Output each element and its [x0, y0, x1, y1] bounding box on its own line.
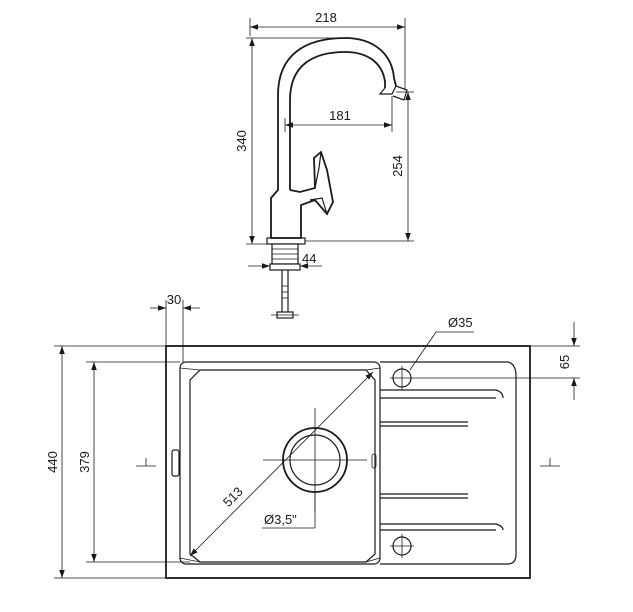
tap-hole-secondary	[390, 534, 414, 558]
bowl-corner-line	[179, 367, 201, 371]
centerline-mark-right	[540, 458, 560, 467]
base-diameter-dimension: 44	[248, 251, 322, 269]
faucet-width-dimension: 218	[249, 10, 406, 90]
tap-hole-diameter-dimension: Ø35	[409, 315, 474, 371]
spout-reach-label: 181	[329, 108, 351, 123]
spout-height-label: 254	[390, 155, 405, 177]
bowl-diagonal-dimension: 513	[189, 371, 374, 557]
centerline-mark-left	[136, 458, 156, 467]
tap-hole	[390, 366, 414, 390]
sink-depth-dimension: 440	[45, 345, 166, 579]
tap-hole-offset-dimension: 65	[414, 322, 580, 400]
faucet-spout-inner	[289, 51, 386, 190]
drain-size-dimension: Ø3,5"	[262, 492, 316, 529]
sink-drawing	[136, 345, 560, 579]
bowl-diagonal-label: 513	[220, 484, 246, 510]
faucet-body	[271, 150, 334, 239]
faucet-width-label: 218	[315, 10, 337, 25]
drain-size-label: Ø3,5"	[264, 512, 297, 527]
faucet-nozzle	[378, 85, 408, 101]
faucet-drawing	[266, 37, 408, 319]
faucet-supply-hose	[271, 270, 299, 319]
spout-reach-dimension: 181	[284, 96, 393, 132]
bowl-outer-edge	[179, 361, 381, 565]
bowl-depth-dimension: 379	[77, 361, 190, 563]
overflow-slot	[171, 449, 180, 477]
tap-hole-diameter-label: Ø35	[448, 315, 473, 330]
faucet-handle	[309, 151, 328, 215]
sink-outer-rim	[165, 345, 531, 579]
faucet-height-dimension: 340	[234, 37, 345, 245]
drainboard	[380, 361, 517, 565]
spout-height-dimension: 254	[305, 91, 414, 242]
base-diameter-label: 44	[302, 251, 316, 266]
bowl-offset-dimension: 30	[150, 292, 200, 362]
tap-hole-offset-label: 65	[557, 355, 572, 369]
faucet-height-label: 340	[234, 130, 249, 152]
bowl-corner-line	[365, 367, 381, 371]
faucet-threaded-shank	[269, 243, 301, 271]
bowl-offset-label: 30	[167, 292, 181, 307]
bowl-depth-label: 379	[77, 451, 92, 473]
faucet-spout-outer	[270, 37, 397, 238]
bowl-corner-line	[365, 557, 381, 563]
sink-depth-label: 440	[45, 451, 60, 473]
bowl-corner-line	[179, 557, 201, 563]
